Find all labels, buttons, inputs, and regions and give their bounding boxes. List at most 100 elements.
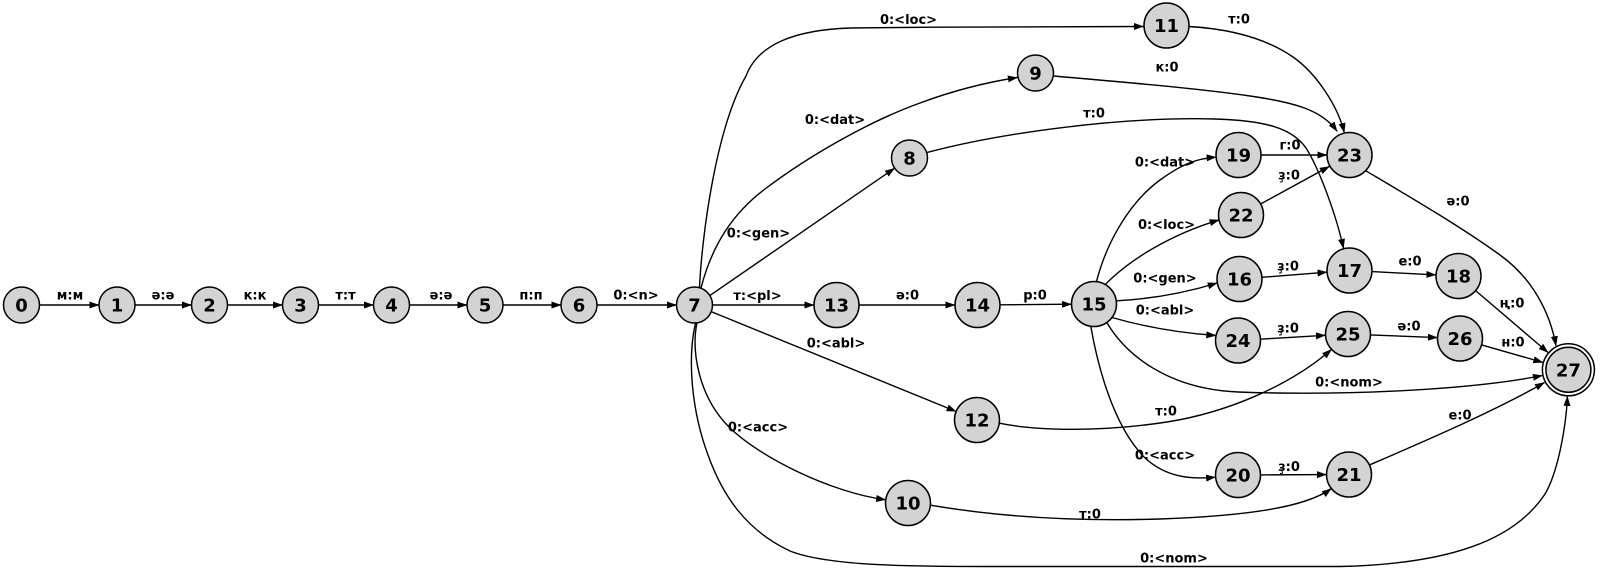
- state-label-23: 23: [1337, 145, 1362, 166]
- edge-label-7-12: 0:<abl>: [807, 337, 866, 352]
- state-circle-27: [1545, 346, 1592, 394]
- state-label-11: 11: [1154, 16, 1179, 37]
- state-circle-9: [1016, 54, 1055, 92]
- state-26: 26: [1436, 315, 1484, 362]
- edge-11-23: [1188, 25, 1346, 134]
- state-1: 1: [98, 286, 136, 324]
- edge-18-27: [1475, 290, 1549, 354]
- state-14: 14: [954, 281, 1001, 329]
- state-18: 18: [1435, 252, 1482, 300]
- state-label-27: 27: [1556, 360, 1581, 381]
- edge-label-15-19: 0:<dat>: [1135, 156, 1195, 171]
- edge-label-22-23: ҙ:0: [1278, 169, 1300, 184]
- state-circle-23: [1326, 131, 1373, 179]
- edge-label-25-26: ә:0: [1397, 320, 1420, 335]
- state-circle-5: [466, 286, 504, 324]
- state-label-12: 12: [964, 410, 989, 431]
- edge-15-19: [1095, 154, 1217, 282]
- state-25: 25: [1324, 310, 1372, 358]
- state-circle-7: [675, 286, 714, 324]
- state-circle-6: [560, 286, 598, 324]
- state-circle-26: [1436, 315, 1484, 362]
- state-3: 3: [281, 286, 320, 324]
- edge-label-16-17: ҙ:0: [1277, 260, 1299, 275]
- state-21: 21: [1325, 451, 1373, 498]
- state-6: 6: [560, 286, 598, 324]
- edge-label-15-24: 0:<abl>: [1136, 304, 1195, 319]
- edge-label-26-27: н:0: [1501, 336, 1524, 351]
- edge-label-24-25: ҙ:0: [1277, 322, 1299, 337]
- state-label-7: 7: [688, 295, 701, 316]
- edge-26-27: [1481, 344, 1544, 364]
- state-12: 12: [953, 396, 1001, 444]
- edge-label-14-15: р:0: [1023, 289, 1047, 304]
- state-circle-11: [1143, 2, 1190, 49]
- edge-label-18-27: ң:0: [1500, 297, 1525, 312]
- edge-label-1-2: ә:ә: [152, 289, 175, 304]
- edge-25-26: [1370, 333, 1438, 341]
- edge-10-21: [930, 487, 1332, 521]
- state-label-4: 4: [385, 295, 398, 316]
- state-circle-15: [1070, 280, 1118, 328]
- edge-label-7-13: т:<pl>: [733, 289, 781, 304]
- state-0: 0: [2, 286, 41, 324]
- state-label-3: 3: [294, 295, 307, 316]
- state-label-2: 2: [203, 295, 216, 316]
- edge-label-3-4: т:т: [335, 289, 356, 304]
- state-label-13: 13: [824, 295, 849, 316]
- edge-label-7-10: 0:<acc>: [728, 421, 788, 436]
- state-16: 16: [1216, 255, 1263, 303]
- edge-label-7-11: 0:<loc>: [880, 13, 937, 28]
- state-circle-3: [281, 286, 320, 324]
- state-label-22: 22: [1228, 205, 1253, 226]
- edge-label-15-22: 0:<loc>: [1138, 218, 1195, 233]
- state-2: 2: [190, 286, 229, 324]
- state-circle-14: [954, 281, 1001, 329]
- state-label-16: 16: [1227, 269, 1252, 290]
- edge-label-15-16: 0:<gen>: [1133, 272, 1196, 287]
- state-circle-13: [813, 281, 860, 329]
- edge-7-11: [698, 22, 1144, 288]
- edge-15-20: [1090, 326, 1216, 482]
- edge-21-27: [1369, 381, 1545, 466]
- edge-label-7-27: 0:<nom>: [1140, 552, 1208, 567]
- edge-label-8-17: т:0: [1083, 107, 1105, 122]
- edge-label-20-21: ҙ:0: [1278, 460, 1300, 475]
- state-circle-4: [372, 286, 411, 324]
- edge-7-10: [694, 322, 887, 502]
- edge-label-21-27: е:0: [1448, 409, 1471, 424]
- state-label-9: 9: [1029, 63, 1042, 84]
- state-circle-17: [1326, 247, 1373, 294]
- state-circle-25: [1324, 310, 1372, 358]
- state-circle-8: [890, 139, 929, 177]
- state-4: 4: [372, 286, 411, 324]
- edge-label-10-21: т:0: [1079, 508, 1101, 523]
- state-circle-12: [953, 396, 1001, 444]
- edge-15-24: [1111, 316, 1217, 339]
- edge-label-2-3: к:к: [244, 289, 267, 304]
- edge-24-25: [1260, 332, 1326, 340]
- edge-8-17: [926, 118, 1345, 249]
- state-label-17: 17: [1337, 261, 1362, 282]
- state-label-15: 15: [1081, 294, 1106, 315]
- state-circle-24: [1214, 317, 1262, 364]
- edge-label-7-8: 0:<gen>: [727, 227, 790, 242]
- edge-7-27: [690, 322, 1571, 568]
- state-15: 15: [1070, 280, 1118, 328]
- state-label-26: 26: [1447, 329, 1472, 350]
- edge-label-19-23: г:0: [1279, 139, 1300, 154]
- state-24: 24: [1214, 317, 1262, 364]
- edge-14-15: [999, 300, 1072, 308]
- state-label-25: 25: [1335, 324, 1360, 345]
- edge-23-27: [1365, 170, 1558, 347]
- edge-label-23-27: ә:0: [1446, 195, 1469, 210]
- state-circle-16: [1216, 255, 1263, 303]
- state-23: 23: [1326, 131, 1373, 179]
- state-label-1: 1: [111, 295, 124, 316]
- state-8: 8: [890, 139, 929, 177]
- edge-16-17: [1261, 269, 1328, 278]
